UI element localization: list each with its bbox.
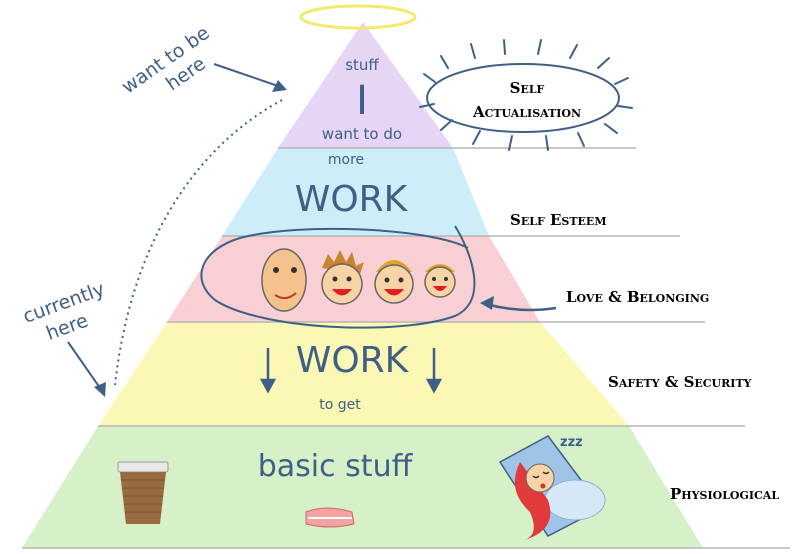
bacon-icon [305, 507, 355, 528]
top-text-stuff: stuff [345, 56, 379, 74]
arrow-icon [213, 63, 287, 92]
arrow-icon [259, 348, 443, 394]
label-love-belonging: Love & Belonging [566, 288, 709, 306]
annotation-currently-here: currently here [20, 278, 107, 345]
sleep-text: zzz [560, 435, 583, 450]
safety-text-work: WORK [296, 340, 410, 381]
tier-self-actualisation [278, 22, 453, 148]
halo-icon [299, 4, 417, 30]
tier-safety-security [98, 322, 629, 426]
safety-text-to-get: to get [319, 397, 361, 413]
esteem-text-more: more [328, 152, 364, 168]
self-actualisation-bubble: Self Actualisation [419, 39, 633, 151]
family-faces-icon [200, 225, 476, 329]
esteem-text-work: WORK [295, 179, 409, 220]
tier-self-esteem [222, 148, 489, 236]
arrow-icon [67, 341, 106, 397]
label-self-actualisation-2: Actualisation [472, 103, 581, 121]
label-self-actualisation-1: Self [510, 79, 545, 97]
top-text-want-to-do: want to do [322, 125, 402, 143]
label-safety-security: Safety & Security [608, 373, 752, 391]
label-physiological: Physiological [670, 485, 779, 503]
label-self-esteem: Self Esteem [510, 211, 607, 229]
annotation-want-to-be-here: want to be here [118, 22, 214, 98]
arrow-icon [480, 296, 557, 312]
base-text: basic stuff [258, 449, 414, 484]
sleeping-person-icon [498, 435, 606, 540]
coffee-cup-icon [117, 461, 169, 524]
top-text-i: I [356, 78, 368, 124]
